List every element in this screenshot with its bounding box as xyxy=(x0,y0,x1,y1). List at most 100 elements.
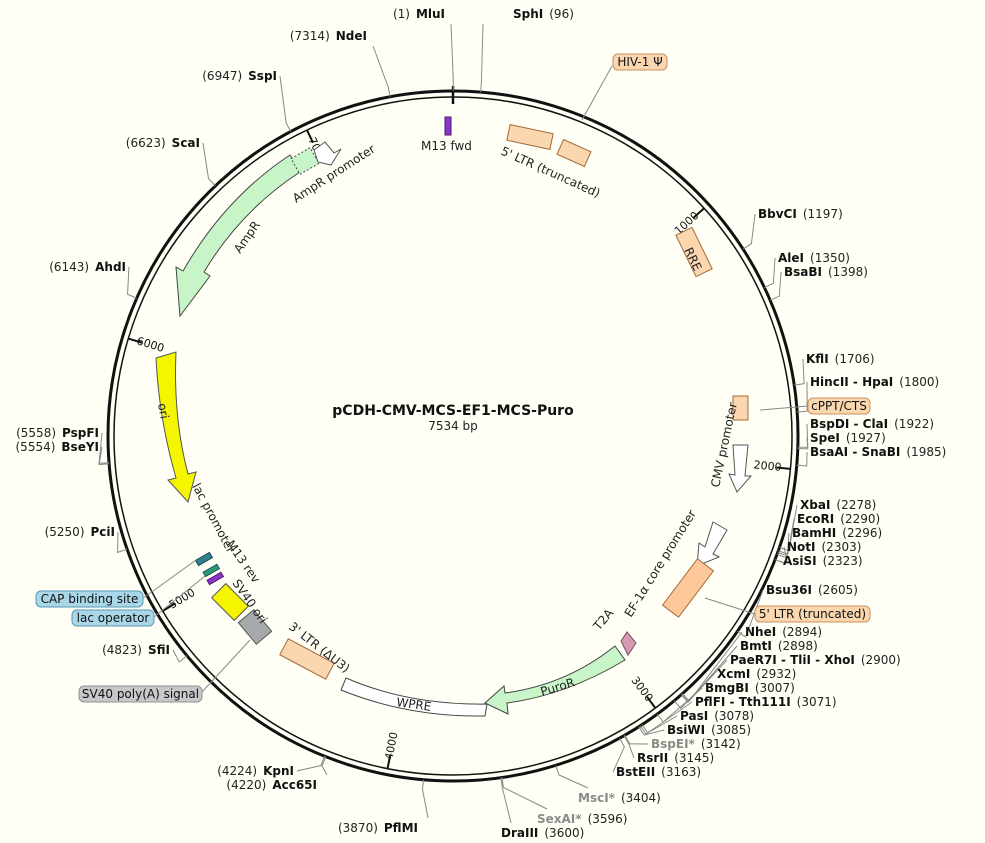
site-label[interactable]: HincII - HpaI(1800) xyxy=(810,375,939,389)
site-line xyxy=(612,737,625,773)
site-label[interactable]: DraIII(3600) xyxy=(501,826,584,840)
site-label[interactable]: SphI(96) xyxy=(513,7,574,21)
site-label[interactable]: BstEII(3163) xyxy=(616,765,701,779)
site-label[interactable]: PaeR7I - TliI - XhoI(2900) xyxy=(730,653,901,667)
sv40-ori-block[interactable] xyxy=(210,582,250,622)
site-label[interactable]: (5250)PciI xyxy=(45,525,115,539)
site-label[interactable]: (5558)PspFI xyxy=(16,426,99,440)
site-label[interactable]: PflFI - Tth111I(3071) xyxy=(695,695,837,709)
site-line xyxy=(321,756,328,776)
ltr5-block-a[interactable] xyxy=(506,124,554,150)
site-label[interactable]: BsiWI(3085) xyxy=(667,723,751,737)
site-label[interactable]: AleI(1350) xyxy=(778,251,850,265)
tick-label: 4000 xyxy=(382,731,400,761)
site-label[interactable]: BsaAI - SnaBI(1985) xyxy=(810,445,946,459)
site-label[interactable]: KflI(1706) xyxy=(806,352,875,366)
cppt-block[interactable] xyxy=(732,395,749,421)
callout-leader xyxy=(759,405,809,411)
callout-label[interactable]: SV40 poly(A) signal xyxy=(82,687,199,701)
site-label[interactable]: RsrII(3145) xyxy=(637,751,714,765)
site-label[interactable]: Bsu36I(2605) xyxy=(766,583,858,597)
site-label[interactable]: NheI(2894) xyxy=(745,625,822,639)
ltr5-block-b[interactable] xyxy=(556,138,592,168)
site-line xyxy=(797,437,809,450)
lac-operator-block[interactable] xyxy=(202,563,221,578)
site-line xyxy=(777,532,790,557)
site-label[interactable]: (1)MluI xyxy=(393,7,445,21)
callout-box xyxy=(71,609,155,627)
t2a-label: T2A xyxy=(590,606,617,634)
cmv-promoter-arrow[interactable] xyxy=(728,444,753,493)
site-label[interactable]: (4224)KpnI xyxy=(217,764,294,778)
tick-mark xyxy=(646,696,657,709)
site-label[interactable]: AsiSI(2323) xyxy=(783,554,863,568)
rre-block[interactable] xyxy=(675,226,713,278)
ef1a-promoter-arrow[interactable] xyxy=(696,521,728,567)
ef1a-core-block[interactable] xyxy=(661,558,715,618)
backbone-outer xyxy=(106,89,800,783)
site-label[interactable]: NotI(2303) xyxy=(787,540,861,554)
callout-label[interactable]: lac operator xyxy=(77,611,150,625)
ampr-promoter-arrow[interactable] xyxy=(313,141,342,166)
site-line xyxy=(779,504,798,552)
site-label[interactable]: SexAI*(3596) xyxy=(537,812,627,826)
ltr3-block[interactable] xyxy=(279,638,335,680)
site-line xyxy=(172,649,188,663)
callout-label[interactable]: cPPT/CTS xyxy=(811,399,867,413)
tick-mark xyxy=(306,129,314,144)
plasmid-title: pCDH-CMV-MCS-EF1-MCS-Puro xyxy=(332,403,574,419)
site-label[interactable]: XcmI(2932) xyxy=(717,667,796,681)
site-labels: (1)MluI SphI(96) (7314)NdeI (6947)SspI (6623… xyxy=(16,7,947,840)
site-label[interactable]: (7314)NdeI xyxy=(290,29,367,43)
cap-block[interactable] xyxy=(194,551,214,567)
site-line xyxy=(501,777,548,810)
site-line xyxy=(98,446,110,466)
site-label[interactable]: PasI(3078) xyxy=(680,709,754,723)
callout-label[interactable]: HIV-1 Ψ xyxy=(617,55,662,69)
wpre-block[interactable] xyxy=(340,677,488,717)
site-line xyxy=(296,756,326,772)
site-line xyxy=(796,451,808,467)
site-label[interactable]: BmtI(2898) xyxy=(740,639,818,653)
site-label[interactable]: (4220)Acc65I xyxy=(226,778,317,792)
m13-fwd-arrow[interactable] xyxy=(444,116,452,136)
callout-label[interactable]: CAP binding site xyxy=(41,592,139,606)
callout-leader xyxy=(581,65,613,121)
site-label[interactable]: BspDI - ClaI(1922) xyxy=(810,417,934,431)
site-line xyxy=(202,142,216,187)
site-line xyxy=(638,726,665,736)
site-label[interactable]: (6143)AhdI xyxy=(49,260,126,274)
tick-mark xyxy=(693,207,705,219)
site-lines xyxy=(98,23,809,824)
callout-box xyxy=(78,685,203,703)
site-label[interactable]: (6947)SspI xyxy=(202,69,277,83)
site-line xyxy=(279,75,292,132)
sv40-polya-block[interactable] xyxy=(237,609,273,645)
ampr-arrow[interactable] xyxy=(175,154,301,318)
site-label[interactable]: (5554)BseYI xyxy=(16,440,100,454)
site-label[interactable]: BbvCI(1197) xyxy=(758,207,843,221)
site-label[interactable]: SpeI(1927) xyxy=(810,431,886,445)
site-label[interactable]: BsaBI(1398) xyxy=(784,265,868,279)
site-label[interactable]: BmgBI(3007) xyxy=(705,681,795,695)
site-label[interactable]: MscI*(3404) xyxy=(578,791,661,805)
puror-arrow[interactable] xyxy=(484,645,626,715)
site-label[interactable]: (4823)SfiI xyxy=(102,643,170,657)
site-label[interactable]: (6623)ScaI xyxy=(126,136,200,150)
site-label[interactable]: BspEI*(3142) xyxy=(651,737,741,751)
site-label[interactable]: (3870)PflMI xyxy=(338,821,418,835)
callout-label[interactable]: 5' LTR (truncated) xyxy=(759,607,866,621)
site-label[interactable]: EcoRI(2290) xyxy=(797,512,880,526)
plasmid-length: 7534 bp xyxy=(428,419,478,433)
site-line xyxy=(500,777,512,824)
m13-rev-arrow[interactable] xyxy=(206,571,225,586)
site-label[interactable]: BamHI(2296) xyxy=(792,526,882,540)
t2a-arrow[interactable] xyxy=(620,631,637,656)
ampr-promoter-label: AmpR promoter xyxy=(290,142,378,206)
site-label[interactable]: XbaI(2278) xyxy=(800,498,876,512)
ampr-promoter-block[interactable] xyxy=(290,147,320,175)
site-line xyxy=(127,266,137,299)
tick-mark xyxy=(128,337,142,344)
ori-arrow[interactable] xyxy=(155,351,197,504)
